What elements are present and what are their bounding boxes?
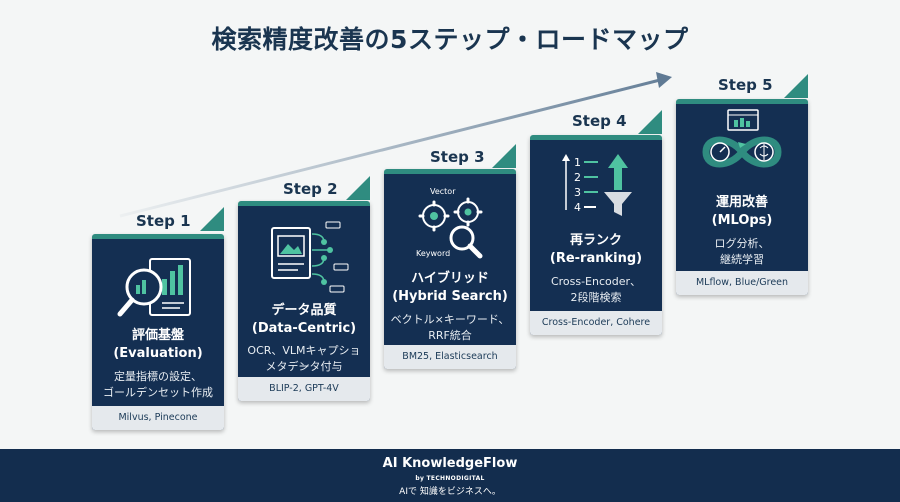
step-1-desc-2: ゴールデンセット作成 bbox=[103, 386, 213, 399]
gears-search-icon: Vector Keyword bbox=[416, 187, 483, 259]
step-5-corner-triangle bbox=[784, 74, 808, 98]
rank-1-number: 1 bbox=[574, 156, 581, 169]
step-4-label: Step 4 bbox=[572, 112, 627, 130]
step-2-name-en: (Data-Centric) bbox=[251, 321, 357, 336]
step-4-name-ja: 再ランク bbox=[569, 233, 622, 248]
step-1-tools: Milvus, Pinecone bbox=[92, 406, 224, 430]
step-3-desc-1: ベクトル×キーワード、 bbox=[390, 313, 510, 326]
footer-tagline: AIで 知識をビジネスへ。 bbox=[399, 487, 501, 497]
step-3-corner-triangle bbox=[492, 144, 516, 168]
step-5-desc-1: ログ分析、 bbox=[714, 237, 770, 250]
step-3-tools: BM25, Elasticsearch bbox=[384, 345, 516, 369]
rank-4-number: 4 bbox=[574, 201, 581, 214]
footer-bar: AI KnowledgeFlow by TECHNODIGITAL AIで 知識… bbox=[0, 449, 900, 502]
icon-text-keyword: Keyword bbox=[416, 249, 450, 258]
step-4-desc-1: Cross-Encoder、 bbox=[550, 275, 642, 288]
step-2-tools: BLIP-2, GPT-4V bbox=[238, 377, 370, 401]
step-5-desc-2: 継続学習 bbox=[720, 253, 764, 266]
step-3-desc-2: RRF統合 bbox=[428, 329, 472, 342]
step-3-card: Vector Keyword ハイブリッド (Hybrid Search) ベク… bbox=[384, 169, 516, 369]
step-2-desc-1: OCR、VLMキャプション bbox=[247, 344, 361, 373]
magnifier-chart-icon bbox=[117, 258, 191, 317]
step-3-name-en: (Hybrid Search) bbox=[392, 289, 508, 304]
footer-by-line: by TECHNODIGITAL bbox=[415, 475, 485, 482]
step-1-name-en: (Evaluation) bbox=[113, 346, 203, 361]
step-5-name-en: (MLOps) bbox=[711, 213, 773, 228]
step-2-card: データ品質 (Data-Centric) OCR、VLMキャプション メタデータ… bbox=[238, 201, 370, 401]
step-2-label: Step 2 bbox=[283, 180, 338, 198]
step-5-tools: MLflow, Blue/Green bbox=[676, 271, 808, 295]
image-document-icon bbox=[271, 221, 349, 293]
step-2-name-ja: データ品質 bbox=[271, 303, 337, 318]
step-1-card: 評価基盤 (Evaluation) 定量指標の設定、 ゴールデンセット作成 Mi… bbox=[92, 234, 224, 430]
footer-brand: AI KnowledgeFlow bbox=[382, 456, 518, 471]
rank-3-number: 3 bbox=[574, 186, 581, 199]
infinity-loop-icon bbox=[702, 109, 782, 168]
step-5-label: Step 5 bbox=[718, 76, 773, 94]
step-4-name-en: (Re-ranking) bbox=[549, 251, 643, 266]
step-4-corner-triangle bbox=[638, 110, 662, 134]
step-1-desc-1: 定量指標の設定、 bbox=[114, 370, 202, 383]
step-5-card: 運用改善 (MLOps) ログ分析、 継続学習 MLflow, Blue/Gre… bbox=[676, 99, 808, 295]
step-1-corner-triangle bbox=[200, 207, 224, 231]
step-2-desc-2: メタデータ付与 bbox=[265, 360, 343, 373]
ranking-funnel-icon: 1 2 3 4 bbox=[562, 154, 632, 216]
step-3-label: Step 3 bbox=[430, 148, 485, 166]
step-2-corner-triangle bbox=[346, 176, 370, 200]
icon-text-vector: Vector bbox=[430, 187, 456, 196]
step-1-name-ja: 評価基盤 bbox=[131, 328, 184, 343]
rank-2-number: 2 bbox=[574, 171, 581, 184]
step-4-desc-2: 2段階検索 bbox=[570, 291, 622, 304]
page-title: 検索精度改善の5ステップ・ロードマップ bbox=[211, 25, 689, 54]
step-4-card: 1 2 3 4 再ランク (Re-ranking) Cross-Encoder、… bbox=[530, 135, 662, 335]
step-4-tools: Cross-Encoder, Cohere bbox=[530, 311, 662, 335]
step-3-name-ja: ハイブリッド bbox=[411, 271, 489, 286]
step-1-label: Step 1 bbox=[136, 212, 191, 230]
step-5-name-ja: 運用改善 bbox=[715, 195, 768, 210]
